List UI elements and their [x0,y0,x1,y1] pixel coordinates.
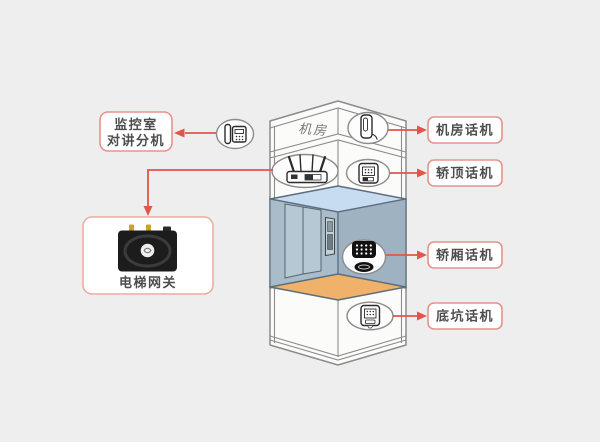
arrowhead-monitor [174,128,185,138]
label-box-car-top-phone: 轿顶话机 [427,159,503,187]
elevator-shaft: 机房 [269,100,407,366]
monitor-room-box: 监控室 对讲分机 [99,111,173,152]
label-box-car-phone: 轿厢话机 [427,241,503,269]
monitor-room-label-line1: 监控室 [114,117,158,133]
arrowhead-car-phone [417,250,427,260]
gateway-label: 电梯网关 [119,275,177,291]
arrowhead-car-top-phone [417,168,427,178]
label-box-machine-room-phone: 机房话机 [427,116,503,144]
car-phone-label: 轿厢话机 [436,248,494,264]
keypad-intercom-icon [341,239,387,275]
connectors [143,125,427,321]
machine-room-phone-label: 机房话机 [436,123,494,139]
car-doors [284,203,322,279]
arrowhead-machine-room-phone [417,125,427,135]
connector-gateway [147,169,273,206]
elevator-car [269,185,407,301]
machine-room-label: 机房 [297,121,331,139]
wall-phone-icon [347,111,389,145]
gateway-box: 电梯网关 [82,216,214,295]
pit-phone-label: 底坑话机 [436,309,494,325]
car-floor [269,273,407,301]
arrowhead-pit-phone [417,311,427,321]
wifi-router-icon [271,153,339,189]
desk-phone-icon [215,118,255,150]
monitor-room-label-line2: 对讲分机 [107,133,165,149]
car-top-phone-label: 轿顶话机 [436,166,494,182]
label-box-pit-phone: 底坑话机 [427,302,503,330]
elevator-gateway-device [118,224,177,272]
arrowhead-gateway [143,206,153,216]
intercom-panel-icon-car-top [345,158,391,188]
car-operating-panel [325,216,335,257]
intercom-panel-icon-pit [346,301,394,331]
